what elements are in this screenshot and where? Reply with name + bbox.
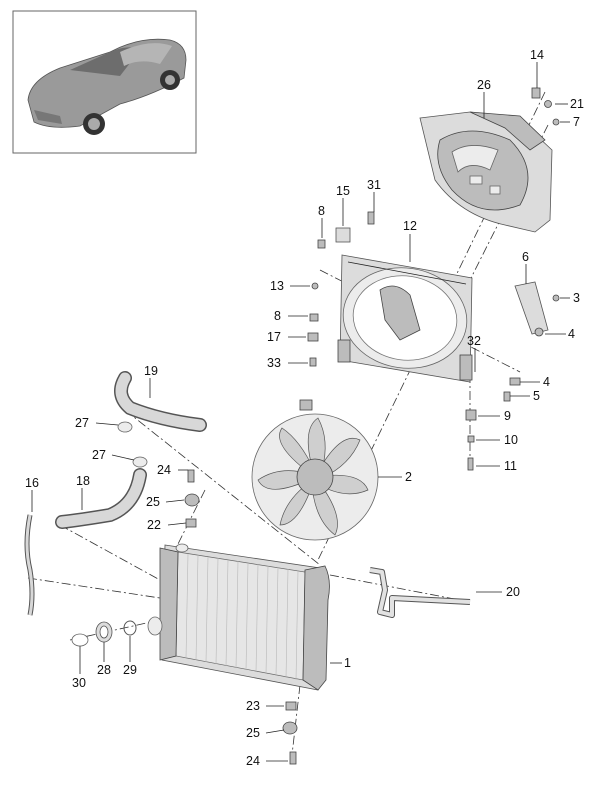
label-15: 15 xyxy=(336,184,350,198)
label-22: 22 xyxy=(147,518,161,532)
radiator xyxy=(147,543,330,691)
label-27: 27 xyxy=(75,416,89,430)
label-32: 32 xyxy=(467,334,481,348)
seals xyxy=(71,620,137,647)
part-labels: 1 2 3 4 4 5 6 7 8 8 9 10 11 12 13 14 15 … xyxy=(25,48,584,768)
label-4: 4 xyxy=(543,375,550,389)
label-2: 2 xyxy=(405,470,412,484)
label-23: 23 xyxy=(246,699,260,713)
label-24: 24 xyxy=(157,463,171,477)
label-8: 8 xyxy=(318,204,325,218)
coolant-pipe xyxy=(369,567,471,618)
vent-hose xyxy=(24,514,35,616)
label-13: 13 xyxy=(270,279,284,293)
label-29: 29 xyxy=(123,663,137,677)
fan-shroud xyxy=(419,111,553,233)
fan-frame xyxy=(337,254,473,383)
coolant-hose-lower xyxy=(55,468,147,529)
label-33: 33 xyxy=(267,356,281,370)
label-25: 25 xyxy=(246,726,260,740)
label-14: 14 xyxy=(530,48,544,62)
label-16: 16 xyxy=(25,476,39,490)
label-4: 4 xyxy=(568,327,575,341)
label-28: 28 xyxy=(97,663,111,677)
label-3: 3 xyxy=(573,291,580,305)
label-9: 9 xyxy=(504,409,511,423)
coolant-hose-upper xyxy=(114,371,207,468)
label-25: 25 xyxy=(146,495,160,509)
leader-lines xyxy=(31,62,570,762)
label-30: 30 xyxy=(72,676,86,690)
label-12: 12 xyxy=(403,219,417,233)
label-8: 8 xyxy=(274,309,281,323)
bracket xyxy=(514,281,560,337)
label-26: 26 xyxy=(477,78,491,92)
small-hardware xyxy=(184,87,560,765)
label-19: 19 xyxy=(144,364,158,378)
vehicle-thumbnail xyxy=(12,10,197,154)
label-24: 24 xyxy=(246,754,260,768)
label-6: 6 xyxy=(522,250,529,264)
cooling-fan xyxy=(251,399,379,541)
label-27: 27 xyxy=(92,448,106,462)
label-18: 18 xyxy=(76,474,90,488)
label-21: 21 xyxy=(570,97,584,111)
label-31: 31 xyxy=(367,178,381,192)
label-20: 20 xyxy=(506,585,520,599)
label-1: 1 xyxy=(344,656,351,670)
label-11: 11 xyxy=(504,459,517,473)
label-17: 17 xyxy=(267,330,281,344)
label-5: 5 xyxy=(533,389,540,403)
label-7: 7 xyxy=(573,115,580,129)
label-10: 10 xyxy=(504,433,518,447)
